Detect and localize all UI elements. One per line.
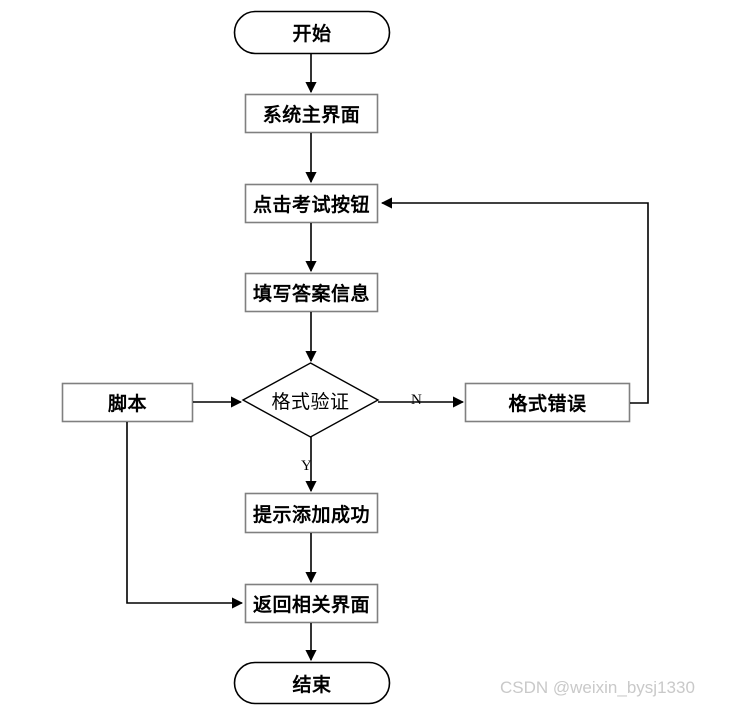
edge-format-error-to-click-exam <box>380 197 649 404</box>
node-script-shape <box>61 382 194 423</box>
node-start-shape <box>233 10 391 55</box>
watermark-text: CSDN @weixin_bysj1330 <box>500 678 695 697</box>
edge-label-yes: Y <box>301 458 312 474</box>
node-end-shape <box>233 661 391 705</box>
node-format-error-shape <box>464 382 631 423</box>
node-add-success-shape <box>244 492 379 534</box>
node-click-exam-shape <box>244 183 379 224</box>
node-return-ui-shape <box>244 583 379 624</box>
node-main-ui-shape <box>244 93 379 134</box>
node-validate-shape <box>241 362 380 438</box>
node-fill-answer-shape <box>244 272 379 313</box>
edge-script-to-return-ui <box>126 422 244 609</box>
edge-label-no: N <box>411 392 422 408</box>
